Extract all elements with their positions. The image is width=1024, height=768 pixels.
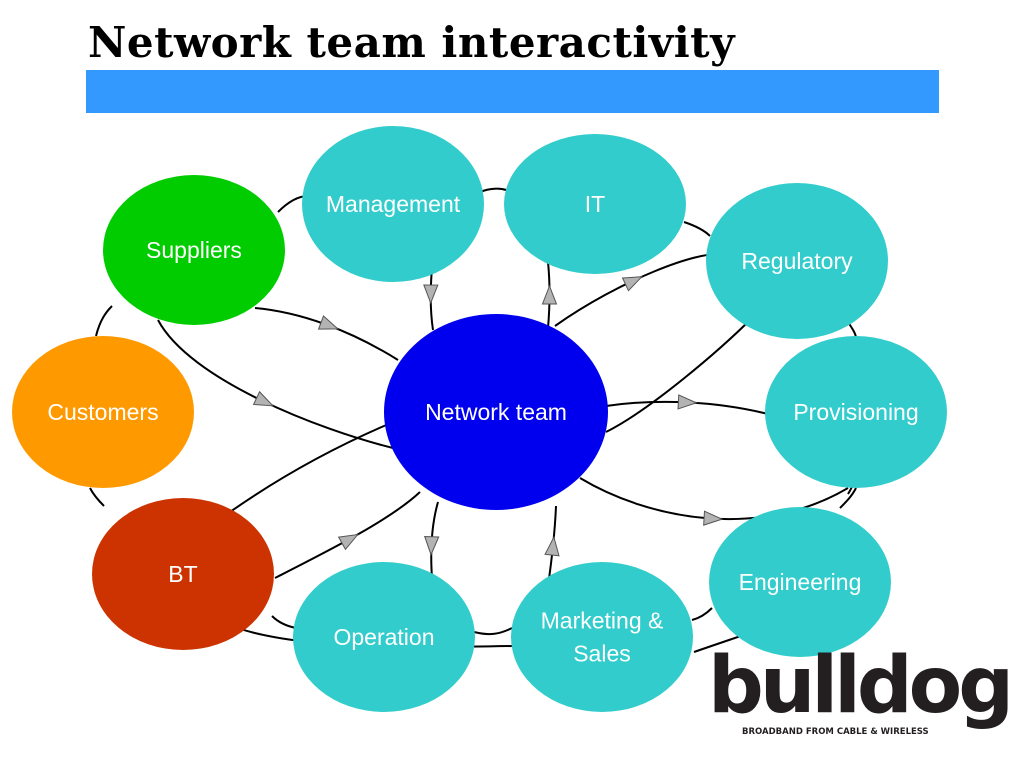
node-suppliers-label: Suppliers [146, 237, 242, 263]
node-operation-label: Operation [333, 624, 434, 650]
bulldog-logo: bulldog TM BROADBAND FROM CABLE & WIRELE… [708, 641, 1014, 745]
logo-tagline: BROADBAND FROM CABLE & WIRELESS [742, 727, 929, 737]
node-network-team: Network team [384, 314, 608, 510]
node-engineering: Engineering [709, 507, 891, 657]
outer-ring-segment [271, 615, 297, 629]
node-customers-shape [12, 336, 194, 488]
arrowhead [423, 535, 440, 557]
node-engineering-label: Engineering [739, 569, 862, 595]
node-marketing-sales-label: Marketing & [541, 608, 664, 634]
node-management: Management [302, 126, 484, 282]
node-provisioning-label: Provisioning [793, 399, 918, 425]
outer-ring-segment [839, 487, 857, 509]
node-bt-label: BT [168, 561, 197, 587]
node-management-shape [302, 126, 484, 282]
logo-trademark: TM [996, 681, 1007, 689]
arrowhead [317, 315, 340, 330]
logo-wordmark: bulldog [708, 641, 1014, 731]
arrowhead [252, 390, 275, 407]
node-it-label: IT [585, 191, 605, 217]
node-provisioning-shape [765, 336, 947, 488]
nodes: Network team Management IT RegulatoryProvis… [12, 126, 947, 712]
node-suppliers-shape [103, 175, 285, 325]
outer-ring-segment [479, 187, 507, 193]
slide-title: Network team interactivity [88, 18, 735, 67]
outer-ring-segment [691, 607, 713, 621]
title-bar [86, 70, 939, 113]
node-regulatory-shape [706, 183, 888, 339]
node-regulatory-label: Regulatory [741, 248, 853, 274]
node-network-team-shape [384, 314, 608, 510]
connection-customers-to-network-team [157, 319, 394, 449]
arrowhead [544, 535, 560, 557]
node-operation: Operation [293, 562, 475, 712]
connector-curve [229, 419, 399, 513]
arrowhead [423, 284, 439, 305]
node-marketing-sales: Marketing & Sales [511, 562, 693, 712]
node-bt: BT [92, 498, 274, 650]
outer-ring-segment [683, 221, 711, 237]
outer-ring-segment [95, 305, 113, 337]
node-management-label: Management [326, 191, 461, 217]
outer-ring-segment [89, 487, 105, 507]
arrowhead [621, 276, 644, 292]
outer-ring-segment [473, 627, 513, 636]
node-operation-shape [293, 562, 475, 712]
arrowhead [703, 510, 724, 526]
node-customers-label: Customers [47, 399, 158, 425]
node-suppliers: Suppliers [103, 175, 285, 325]
node-marketing-sales-shape [511, 562, 693, 712]
node-provisioning: Provisioning [765, 336, 947, 488]
node-regulatory: Regulatory [706, 183, 888, 339]
arrowhead [337, 533, 359, 551]
connection-network-team-to-suppliers [254, 307, 399, 361]
node-network-team-label: Network team [425, 399, 567, 425]
node-it-shape [504, 134, 686, 274]
node-customers: Customers [12, 336, 194, 488]
node-engineering-shape [709, 507, 891, 657]
node-it: IT [504, 134, 686, 274]
arrowhead [541, 284, 558, 305]
node-bt-shape [92, 498, 274, 650]
connector-curve [605, 317, 753, 433]
node-marketing-sales-label: Sales [573, 641, 631, 667]
arrowhead [677, 394, 698, 410]
